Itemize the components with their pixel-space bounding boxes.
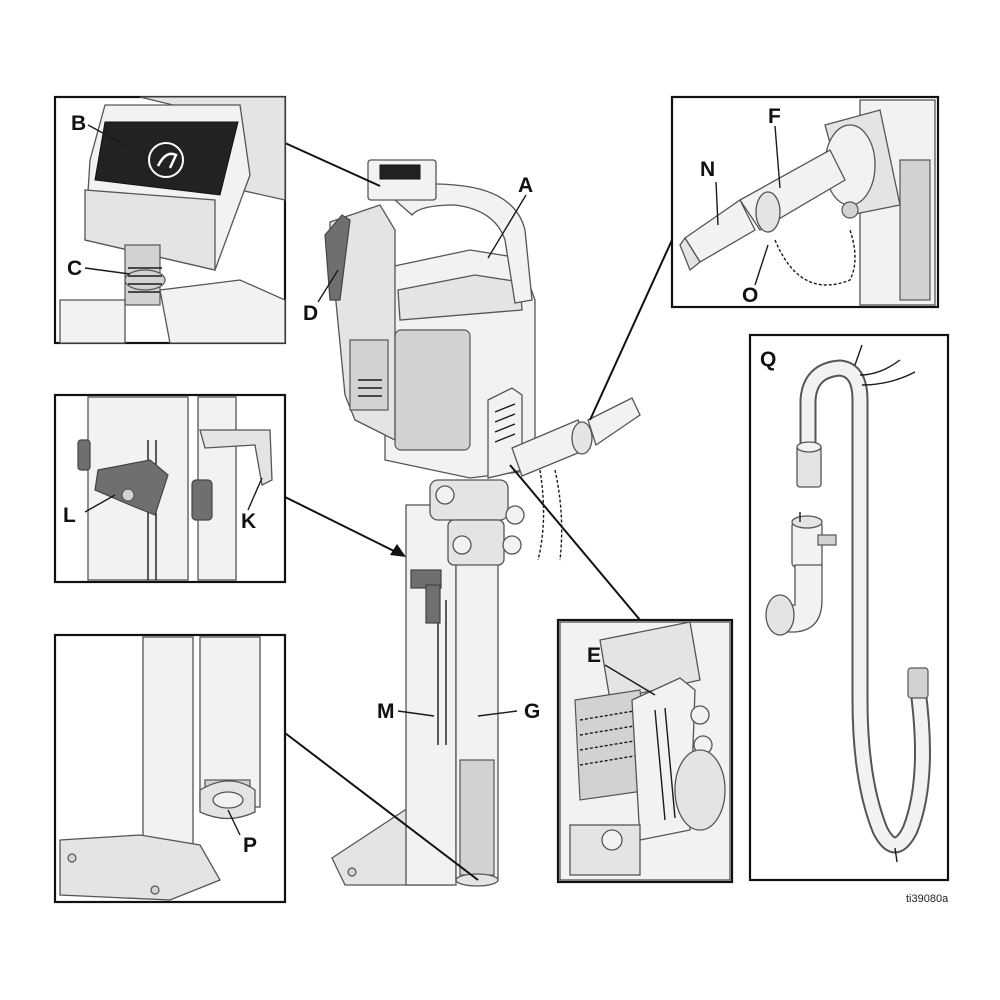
figure-id: ti39080a [906,893,949,905]
inset-pump-foot [53,633,287,904]
callout-q: Q [760,348,776,371]
main-assembly [284,142,673,887]
callout-o: O [742,284,758,307]
callout-labels: A B C D E F G K L M N O P Q ti39080a [63,105,949,905]
callout-f: F [768,105,781,128]
support-column [405,504,457,886]
callout-d: D [303,302,318,325]
callout-p: P [243,834,257,857]
inset-clamp [53,393,287,584]
knob-handle [94,459,169,516]
inset-outlet [670,95,940,309]
circular-arrow-icon [148,142,184,178]
callout-c: C [67,257,82,280]
callout-n: N [700,158,715,181]
callout-m: M [377,700,395,723]
callout-b: B [71,112,86,135]
inset-label-plate [53,95,287,345]
label-plate-black [94,121,239,196]
nozzle [587,397,641,447]
inset-prime-valve [556,618,734,884]
callout-l: L [63,504,76,527]
callout-g: G [524,700,540,723]
inset-hose-kit [748,333,950,882]
callout-a: A [518,174,533,197]
callout-e: E [587,644,601,667]
callout-k: K [241,510,256,533]
prime-valve-plate [487,387,523,479]
